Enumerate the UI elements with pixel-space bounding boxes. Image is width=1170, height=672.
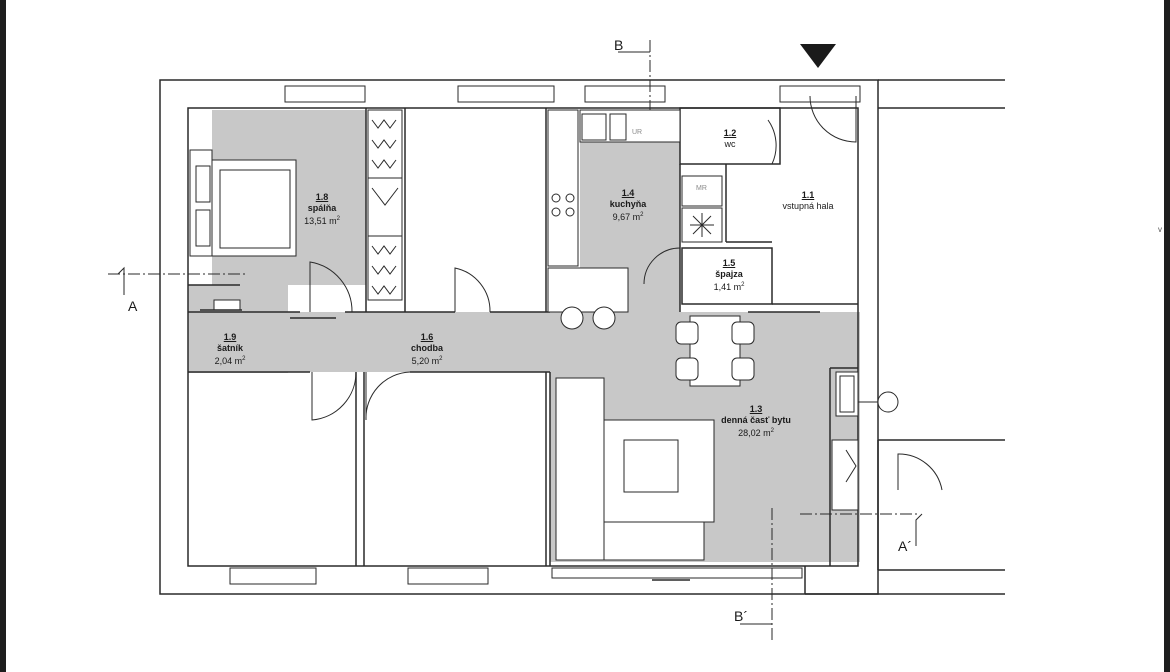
room-label-1-3: 1.3 denná časť bytu 28,02 m2 — [721, 404, 791, 439]
room-name: wc — [724, 139, 736, 149]
outer-wall — [159, 79, 879, 595]
room-name: chodba — [410, 343, 444, 353]
room-label-1-5: 1.5 špajza 1,41 m2 — [714, 258, 745, 293]
section-arrows — [117, 51, 923, 625]
windows — [229, 85, 861, 585]
area-unit-sup: 2 — [640, 212, 644, 218]
section-label-a-prime: A´ — [898, 538, 912, 554]
room-label-1-8: 1.8 spálňa 13,51 m2 — [304, 192, 340, 227]
room-number: 1.9 — [223, 332, 237, 342]
room-area: 9,67 m — [612, 212, 641, 222]
room-number: 1.1 — [801, 190, 815, 200]
doors — [309, 95, 943, 491]
room-name: vstupná hala — [782, 201, 834, 211]
bed — [189, 149, 297, 257]
room-number: 1.2 — [723, 128, 737, 138]
ur-label: UR — [632, 129, 642, 136]
column-marker — [877, 391, 899, 413]
room-label-1-6: 1.6 chodba 5,20 m2 — [411, 332, 443, 367]
area-unit-sup: 2 — [242, 356, 246, 362]
section-label-b-prime: B´ — [734, 608, 748, 624]
room-number: 1.4 — [621, 188, 635, 198]
room-label-1-9: 1.9 šatník 2,04 m2 — [215, 332, 246, 367]
section-label-b: B — [614, 37, 624, 53]
room-area: 28,02 m — [738, 428, 771, 438]
room-name: kuchyňa — [609, 199, 647, 209]
room-number: 1.6 — [420, 332, 434, 342]
walls — [159, 79, 1005, 595]
sofa — [555, 371, 859, 561]
area-unit-sup: 2 — [770, 428, 774, 434]
wardrobes — [213, 109, 403, 311]
room-name: šatník — [216, 343, 244, 353]
room-label-1-1: 1.1 vstupná hala — [782, 190, 833, 212]
room-area: 13,51 m — [304, 216, 337, 226]
room-name: denná časť bytu — [721, 415, 791, 425]
room-number: 1.3 — [749, 404, 763, 414]
room-label-1-2: 1.2 wc — [724, 128, 737, 150]
edge-mark: v — [1158, 225, 1162, 234]
room-label-1-4: 1.4 kuchyňa 9,67 m2 — [610, 188, 647, 223]
area-unit-sup: 2 — [336, 216, 340, 222]
inner-wall — [187, 107, 859, 567]
room-area: 2,04 m — [214, 356, 243, 366]
area-unit-sup: 2 — [439, 356, 443, 362]
right-frame-bar — [1164, 0, 1170, 672]
room-number: 1.5 — [722, 258, 736, 268]
section-label-a: A — [128, 298, 138, 314]
kitchen-units — [547, 109, 723, 330]
room-area: 5,20 m — [411, 356, 440, 366]
room-area: 1,41 m — [713, 282, 742, 292]
mr-label: MR — [696, 185, 707, 192]
room-name: špajza — [715, 269, 743, 279]
room-number: 1.8 — [315, 192, 329, 202]
radiators — [200, 309, 820, 581]
dining-table — [675, 315, 755, 387]
fill-corridor — [288, 312, 550, 372]
room-name: spálňa — [307, 203, 337, 213]
freezer-icon — [690, 213, 714, 237]
fill-living-right — [830, 312, 860, 368]
entrance-arrow-icon — [800, 44, 836, 68]
area-unit-sup: 2 — [741, 282, 745, 288]
left-frame-bar — [0, 0, 6, 672]
